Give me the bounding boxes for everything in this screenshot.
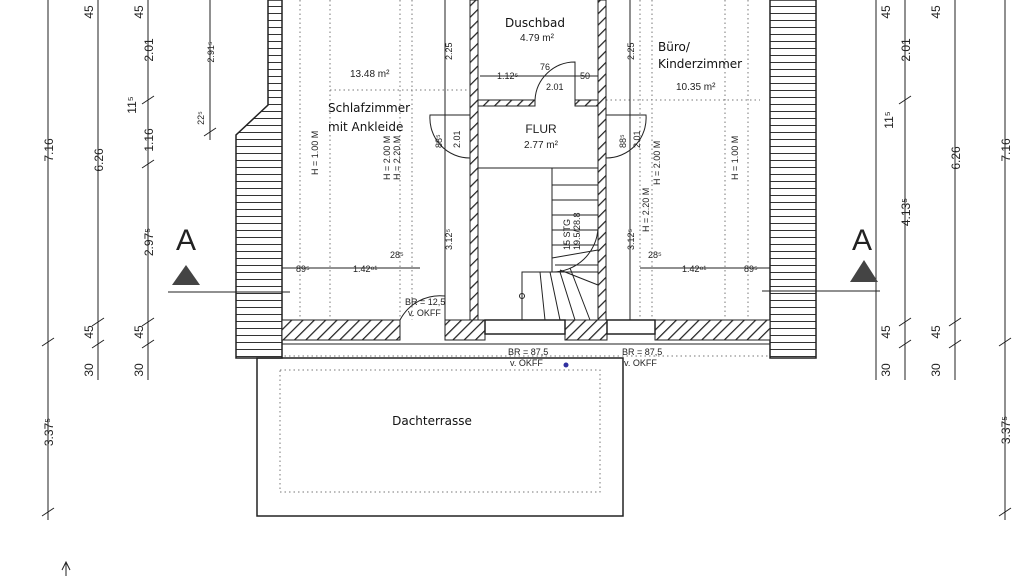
dim-label: 6.26: [92, 148, 106, 172]
section-marker-right: A: [762, 224, 880, 292]
dim-label: 1.42⁸¹: [682, 264, 706, 274]
dim-label: 3.37⁵: [999, 416, 1013, 444]
dim-label: 30: [929, 363, 943, 377]
dim-label: 1.42⁸¹: [353, 264, 377, 274]
note: v. OKFF: [510, 358, 543, 368]
section-marker-left: A: [168, 224, 290, 293]
dim-label: 2.01: [632, 130, 642, 148]
note: v. OKFF: [408, 308, 441, 318]
right-brick-wall: [769, 0, 817, 359]
height-label: H = 2.20 M: [641, 188, 651, 232]
section-arrow-icon: [172, 265, 200, 285]
dim-label: 88⁵: [434, 134, 444, 148]
height-label: H = 1.00 M: [730, 136, 740, 180]
dim-label: 2.97⁵: [142, 228, 156, 256]
dim-label: 30: [82, 363, 96, 377]
dim-label: 88⁵: [618, 134, 628, 148]
room-name-dachterrasse: Dachterrasse: [392, 414, 472, 428]
dim-label: 89⁵: [744, 264, 758, 274]
interior-dimensions: 2.25 2.25 1.12⁵ 76 2.01 50 88⁵ 2.01 88⁵ …: [282, 0, 770, 320]
dim-label: 45: [82, 5, 96, 19]
height-label: H = 2.00 M: [382, 136, 392, 180]
terrace-inner-outline: [279, 369, 601, 493]
dim-label: 50: [580, 71, 590, 81]
exterior-wall: [281, 319, 771, 345]
dim-label: 30: [879, 363, 893, 377]
room-area: 4.79 m²: [520, 33, 555, 44]
dim-label: 28⁵: [390, 250, 404, 260]
dim-label: 3.12⁵: [626, 228, 636, 250]
note: v. OKFF: [624, 358, 657, 368]
dim-label: 45: [929, 325, 943, 339]
stairs-note: 15 STG: [562, 219, 572, 250]
dim-label: 2.25: [626, 42, 636, 60]
dim-label: 7.16: [999, 138, 1013, 162]
dim-label: 4.13⁵: [899, 198, 913, 226]
dim-label: 1.16: [142, 128, 156, 152]
dim-label: 1.12⁵: [497, 71, 519, 81]
dim-label: 45: [879, 5, 893, 19]
room-name-schlafzimmer: Schlafzimmer: [328, 101, 410, 115]
dim-label: 45: [879, 325, 893, 339]
dim-label: 45: [132, 325, 146, 339]
room-name-buero: Kinderzimmer: [658, 57, 742, 71]
room-labels: Duschbad 4.79 m² Büro/ Kinderzimmer 10.3…: [328, 16, 742, 428]
dim-label: 22⁵: [196, 111, 206, 125]
room-name-duschbad: Duschbad: [505, 16, 565, 30]
dim-label: 3.12⁵: [444, 228, 454, 250]
height-label: H = 1.00 M: [310, 131, 320, 175]
dim-label: 7.16: [42, 138, 56, 162]
dim-label: 28⁵: [648, 250, 662, 260]
dim-label: 2.01: [899, 38, 913, 62]
section-label: A: [176, 224, 196, 257]
dim-label: 11⁵: [882, 111, 896, 128]
dim-label: 2.01: [452, 130, 462, 148]
height-labels: H = 1.00 M H = 2.00 M H = 2.20 M H = 2.0…: [310, 131, 740, 232]
dim-label: 2.01: [546, 82, 564, 92]
dim-label: 2.91⁵: [206, 41, 216, 63]
room-area: 10.35 m²: [676, 82, 716, 93]
dim-label: 45: [82, 325, 96, 339]
door-swings: [399, 61, 647, 321]
left-dimension-labels: 7.16 3.37⁵ 45 6.26 45 30 45 2.01 11⁵ 1.1…: [42, 5, 216, 446]
dim-label: 2.01: [142, 38, 156, 62]
dim-label: 30: [132, 363, 146, 377]
room-name-buero: Büro/: [658, 40, 691, 54]
right-dimension-labels: 45 2.01 11⁵ 4.13⁵ 45 30 45 6.26 45 30 7.…: [879, 5, 1013, 444]
interior-walls: [469, 0, 607, 336]
section-label: A: [852, 224, 872, 257]
window-notes: BR = 12,5 v. OKFF BR = 87,5 v. OKFF BR =…: [405, 212, 662, 368]
dim-label: 89⁵: [296, 264, 310, 274]
dim-label: 45: [929, 5, 943, 19]
room-area: 2.77 m²: [524, 140, 559, 151]
roof-terrace: [256, 357, 624, 517]
left-dimension-lines: [41, 0, 1012, 520]
room-area: 13.48 m²: [350, 69, 390, 80]
note: BR = 87,5: [508, 347, 548, 357]
roof-slope-lines: [280, 0, 770, 357]
height-label: H = 2.00 M: [652, 141, 662, 185]
dim-label: 45: [132, 5, 146, 19]
note: BR = 87,5: [622, 347, 662, 357]
dim-label: 76: [540, 62, 550, 72]
room-name-schlafzimmer: mit Ankleide: [328, 120, 403, 134]
staircase[interactable]: [519, 168, 599, 321]
dim-label: 2.25: [444, 42, 454, 60]
note: BR = 12,5: [405, 297, 445, 307]
room-name-flur: FLUR: [525, 122, 557, 136]
left-brick-wall: [235, 0, 283, 359]
marker-dot: [563, 362, 569, 368]
dim-label: 3.37⁵: [42, 418, 56, 446]
north-arrow-icon: [61, 560, 71, 576]
stairs-note: 19.5/28.8: [572, 212, 582, 250]
dim-label: 6.26: [949, 146, 963, 170]
height-label: H = 2.20 M: [392, 136, 402, 180]
section-arrow-icon: [850, 260, 878, 282]
dim-label: 11⁵: [125, 96, 139, 113]
